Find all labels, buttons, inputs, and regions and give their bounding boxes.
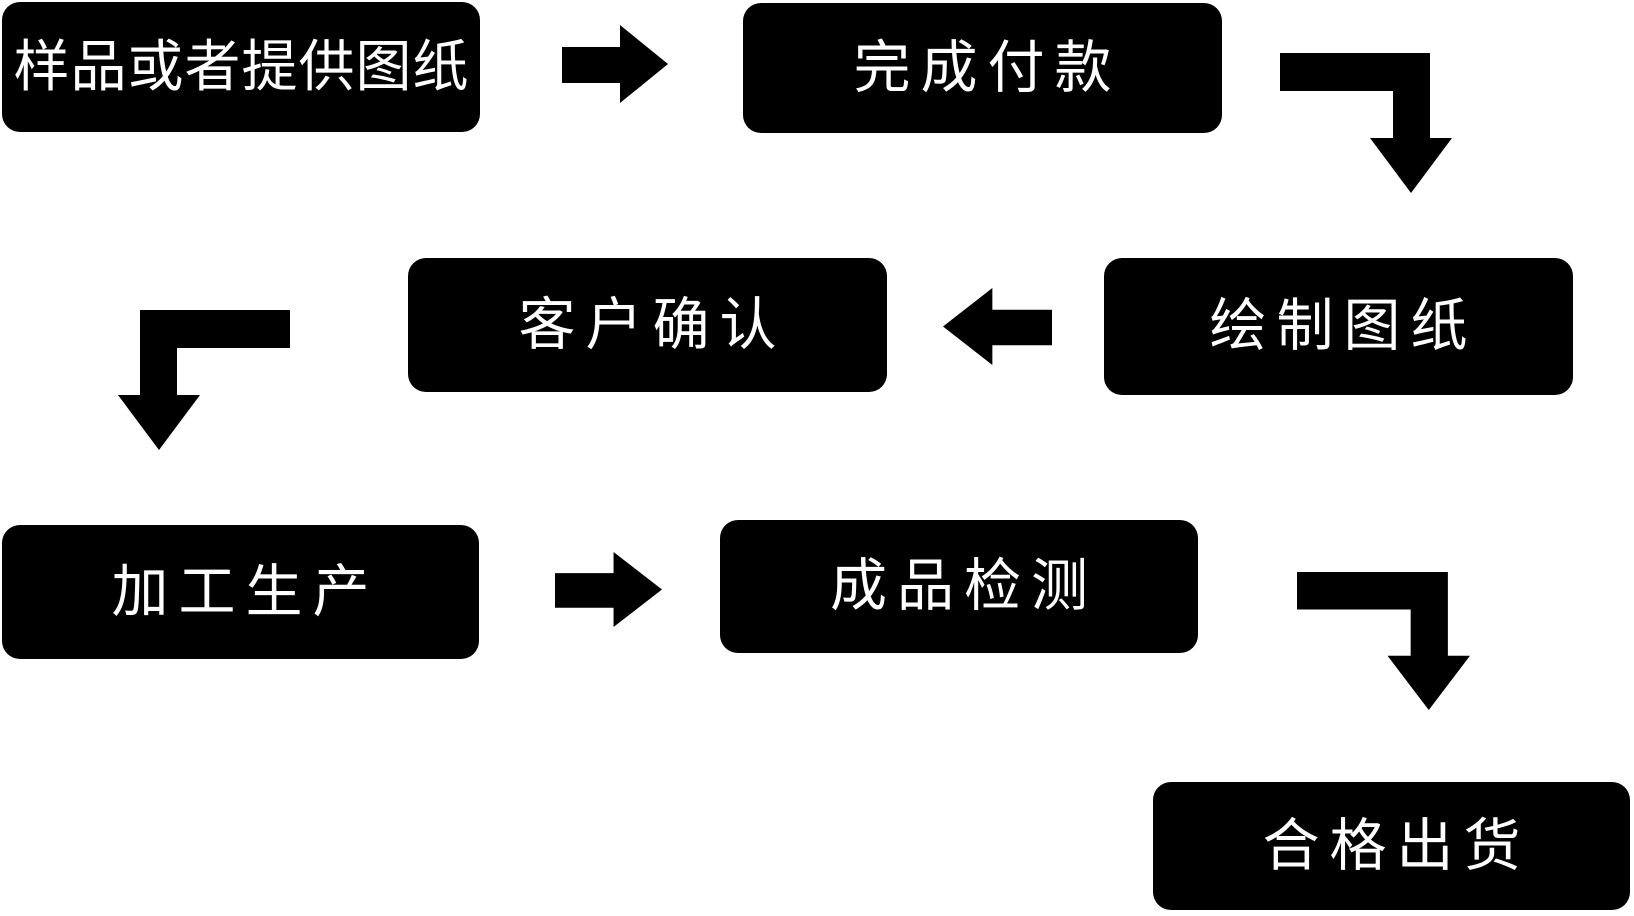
node-label: 客户确认 (518, 292, 787, 357)
node-label: 加工生产 (111, 559, 380, 624)
right-arrow-icon (555, 552, 662, 627)
node-label: 成品检测 (830, 554, 1098, 618)
node-processing-production: 加工生产 (2, 525, 479, 659)
node-label: 合格出货 (1262, 813, 1531, 878)
elbow-down-arrow-icon (1280, 53, 1452, 193)
right-arrow-icon (562, 25, 668, 103)
node-sample-or-provide-drawings: 样品或者提供图纸 (2, 2, 480, 132)
left-arrow-icon (943, 288, 1052, 365)
node-label: 样品或者提供图纸 (13, 35, 470, 98)
node-finished-product-inspection: 成品检测 (720, 520, 1198, 653)
elbow-down-arrow-icon (1297, 572, 1470, 710)
node-qualified-shipment: 合格出货 (1153, 782, 1630, 910)
node-label: 绘制图纸 (1209, 294, 1478, 358)
node-customer-confirmation: 客户确认 (408, 258, 887, 392)
node-draw-drawings: 绘制图纸 (1104, 258, 1573, 395)
node-complete-payment: 完成付款 (743, 3, 1222, 133)
elbow-down-arrow-icon (118, 310, 290, 450)
node-label: 完成付款 (853, 35, 1122, 100)
